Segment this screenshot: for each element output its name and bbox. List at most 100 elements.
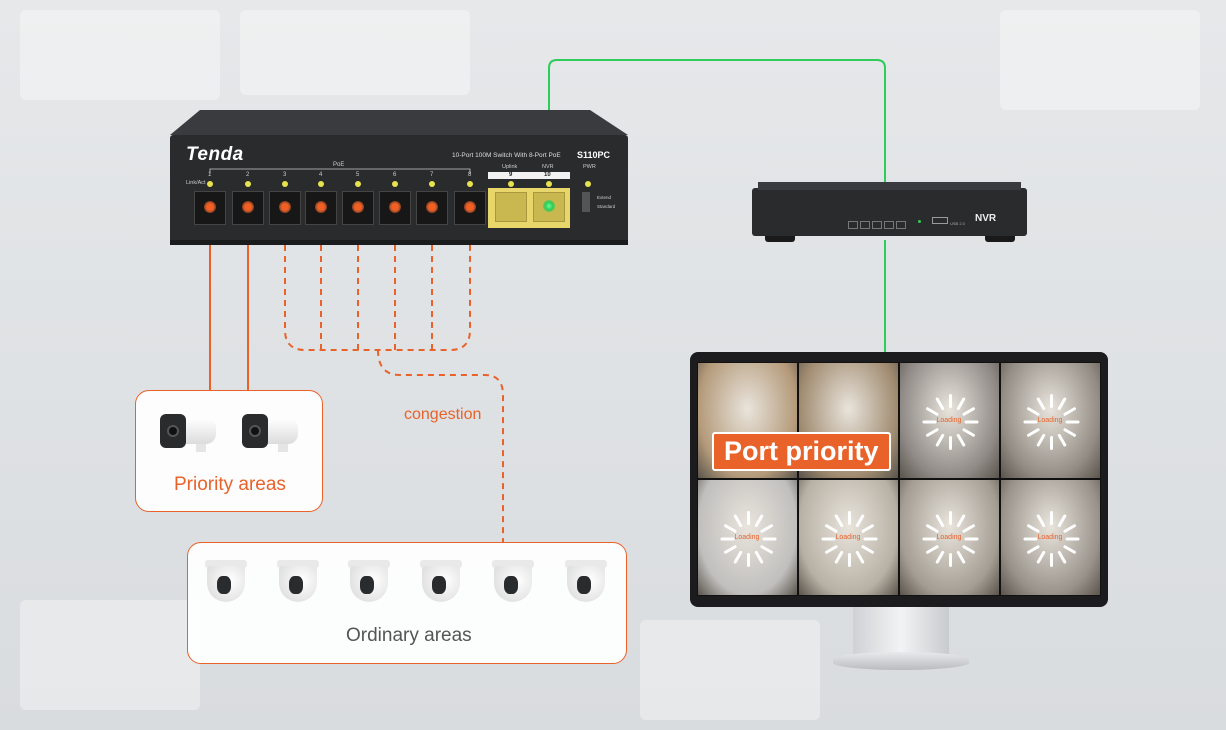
nvr-status-led — [918, 220, 921, 223]
spinner-ray — [1065, 420, 1079, 423]
port-led — [245, 181, 251, 187]
background-tile — [640, 620, 820, 720]
spinner-ray — [934, 432, 945, 447]
spinner-ray — [824, 544, 838, 554]
ordinary-areas-label: Ordinary areas — [346, 625, 472, 646]
uplink-label: Uplink — [502, 164, 518, 170]
loading-feed-tile: Loading — [900, 363, 999, 478]
dome-base — [565, 560, 607, 568]
port-led — [207, 181, 213, 187]
nvr-device-top — [758, 182, 1021, 190]
spinner-ray — [1026, 523, 1040, 533]
port-led — [282, 181, 288, 187]
spinner-ray — [934, 549, 945, 564]
camera-lens — [167, 425, 179, 437]
dome-base — [277, 560, 319, 568]
spinner-ray — [1026, 427, 1040, 437]
spinner-ray — [854, 549, 865, 564]
poe-port — [269, 191, 301, 225]
spinner-ray — [1056, 549, 1067, 564]
dome-camera-icon — [203, 560, 249, 606]
port-glow — [464, 201, 476, 213]
port-number: 1 — [208, 172, 212, 178]
loading-spinner-icon — [821, 510, 878, 567]
port-number: 7 — [430, 172, 434, 178]
spinner-ray — [1049, 552, 1053, 567]
camera-mount — [196, 444, 206, 452]
port-priority-badge: Port priority — [712, 432, 891, 471]
spinner-ray — [964, 420, 978, 423]
dome-camera-icon — [275, 560, 321, 606]
spinner-ray — [1062, 406, 1076, 416]
loading-spinner-icon — [720, 510, 777, 567]
nvr-button — [872, 221, 882, 229]
poe-label: PoE — [333, 162, 345, 168]
spinner-ray — [824, 523, 838, 533]
spinner-ray — [1035, 549, 1046, 564]
spinner-ray — [922, 420, 936, 423]
spinner-ray — [1023, 537, 1037, 540]
usb-port-icon — [932, 217, 948, 224]
nvr-uplink-cable — [548, 59, 886, 205]
port-number: 4 — [319, 172, 323, 178]
port-led — [429, 181, 435, 187]
spinner-ray — [860, 523, 874, 533]
spinner-ray — [948, 510, 952, 525]
switch-brand: Tenda — [186, 144, 244, 165]
priority-areas-box — [135, 390, 323, 512]
loading-text: Loading — [835, 533, 861, 541]
nvr-port-glow — [543, 200, 555, 212]
loading-feed-tile: Loading — [1001, 363, 1100, 478]
port-glow — [279, 201, 291, 213]
loading-text: Loading — [936, 533, 962, 541]
spinner-ray — [925, 523, 939, 533]
nvr-button — [884, 221, 894, 229]
linkact-label: Link/Act — [186, 180, 206, 186]
spinner-ray — [955, 432, 966, 447]
spinner-ray — [723, 544, 737, 554]
loading-text: Loading — [1037, 416, 1063, 424]
uplink-port-number: 10 — [544, 172, 551, 178]
background-tile — [1000, 10, 1200, 110]
pwr-label: PWR — [583, 164, 596, 170]
switch-model-description: 10-Port 100M Switch With 8-Port PoE — [452, 152, 561, 159]
nvr-button — [860, 221, 870, 229]
nvr-port-label: NVR — [542, 164, 554, 170]
dome-lens — [217, 576, 231, 594]
port-led — [355, 181, 361, 187]
spinner-ray — [762, 537, 776, 540]
spinner-ray — [854, 513, 865, 528]
spinner-ray — [948, 552, 952, 567]
standard-label: Standard — [597, 204, 616, 209]
spinner-ray — [1026, 406, 1040, 416]
nvr-label: NVR — [975, 213, 997, 224]
spinner-ray — [1035, 396, 1046, 411]
port-glow — [242, 201, 254, 213]
spinner-ray — [847, 552, 851, 567]
port-number: 3 — [283, 172, 287, 178]
extend-label: Extend — [597, 195, 612, 200]
uplink-led — [508, 181, 514, 187]
spinner-ray — [1049, 510, 1053, 525]
port-led — [392, 181, 398, 187]
congestion-label: congestion — [404, 406, 482, 423]
spinner-ray — [1065, 537, 1079, 540]
port-led — [467, 181, 473, 187]
dome-lens — [504, 576, 518, 594]
monitor-stand-base — [833, 652, 969, 670]
dome-lens — [432, 576, 446, 594]
spinner-ray — [833, 513, 844, 528]
spinner-ray — [1049, 393, 1053, 408]
spinner-ray — [753, 549, 764, 564]
ordinary-areas-box — [187, 542, 627, 664]
loading-spinner-icon — [1023, 393, 1080, 450]
port-glow — [389, 201, 401, 213]
spinner-ray — [863, 537, 877, 540]
spinner-ray — [821, 537, 835, 540]
loading-text: Loading — [1037, 533, 1063, 541]
uplink-port-number: 9 — [509, 172, 513, 178]
spinner-ray — [753, 513, 764, 528]
nvr-button — [848, 221, 858, 229]
